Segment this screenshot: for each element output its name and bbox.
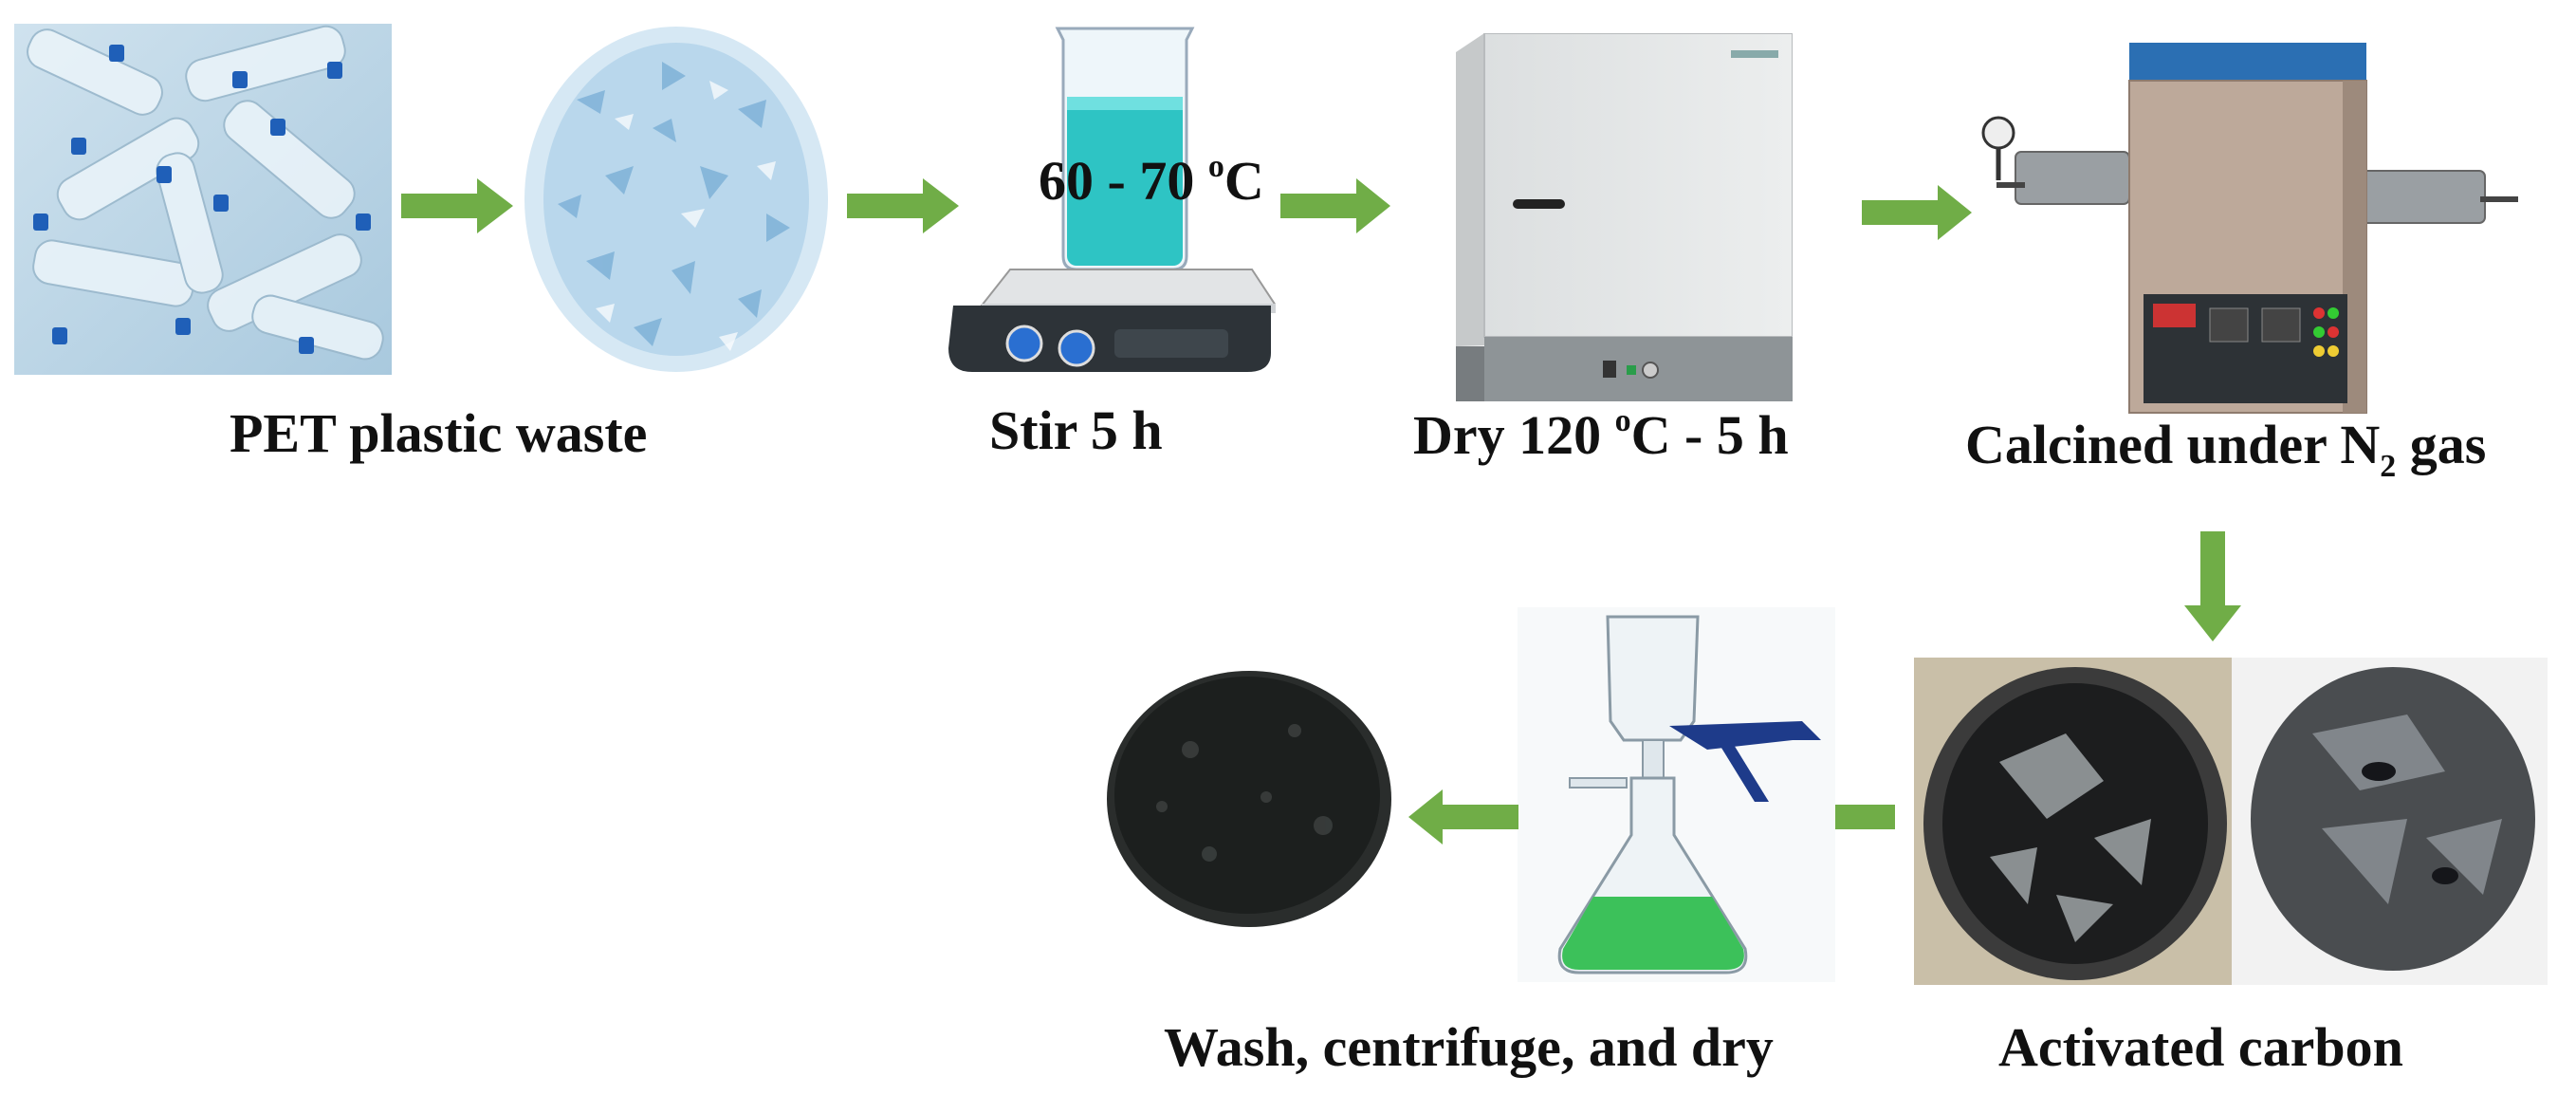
dry-label: Dry 120 oC - 5 h (1413, 403, 1789, 466)
arrow-right-2 (847, 178, 961, 233)
arrow-right-3 (1280, 178, 1392, 233)
pet-flakes-image (520, 24, 833, 375)
pet-waste-label: PET plastic waste (230, 402, 648, 464)
arrow-right-4 (1862, 185, 1974, 240)
calcine-label: Calcined under N2 gas (1965, 414, 2487, 484)
arrow-down (2184, 531, 2241, 643)
arrow-right-1 (401, 178, 515, 233)
drying-oven-image (1456, 33, 1793, 403)
hotplate-stirrer-image (944, 21, 1276, 386)
pet-bottles-image (14, 24, 392, 375)
activated-carbon-label: Activated carbon (1998, 1016, 2403, 1078)
tube-furnace-image (1959, 43, 2523, 418)
wash-label: Wash, centrifuge, and dry (1164, 1016, 1774, 1078)
vacuum-filtration-image (1518, 607, 1835, 982)
carbon-powder-image (1105, 664, 1394, 930)
stir-temperature-label: 60 - 70 oC (1039, 149, 1264, 212)
activated-carbon-image (1914, 658, 2548, 985)
stir-label: Stir 5 h (989, 399, 1163, 461)
arrow-left-2 (1407, 789, 1518, 844)
